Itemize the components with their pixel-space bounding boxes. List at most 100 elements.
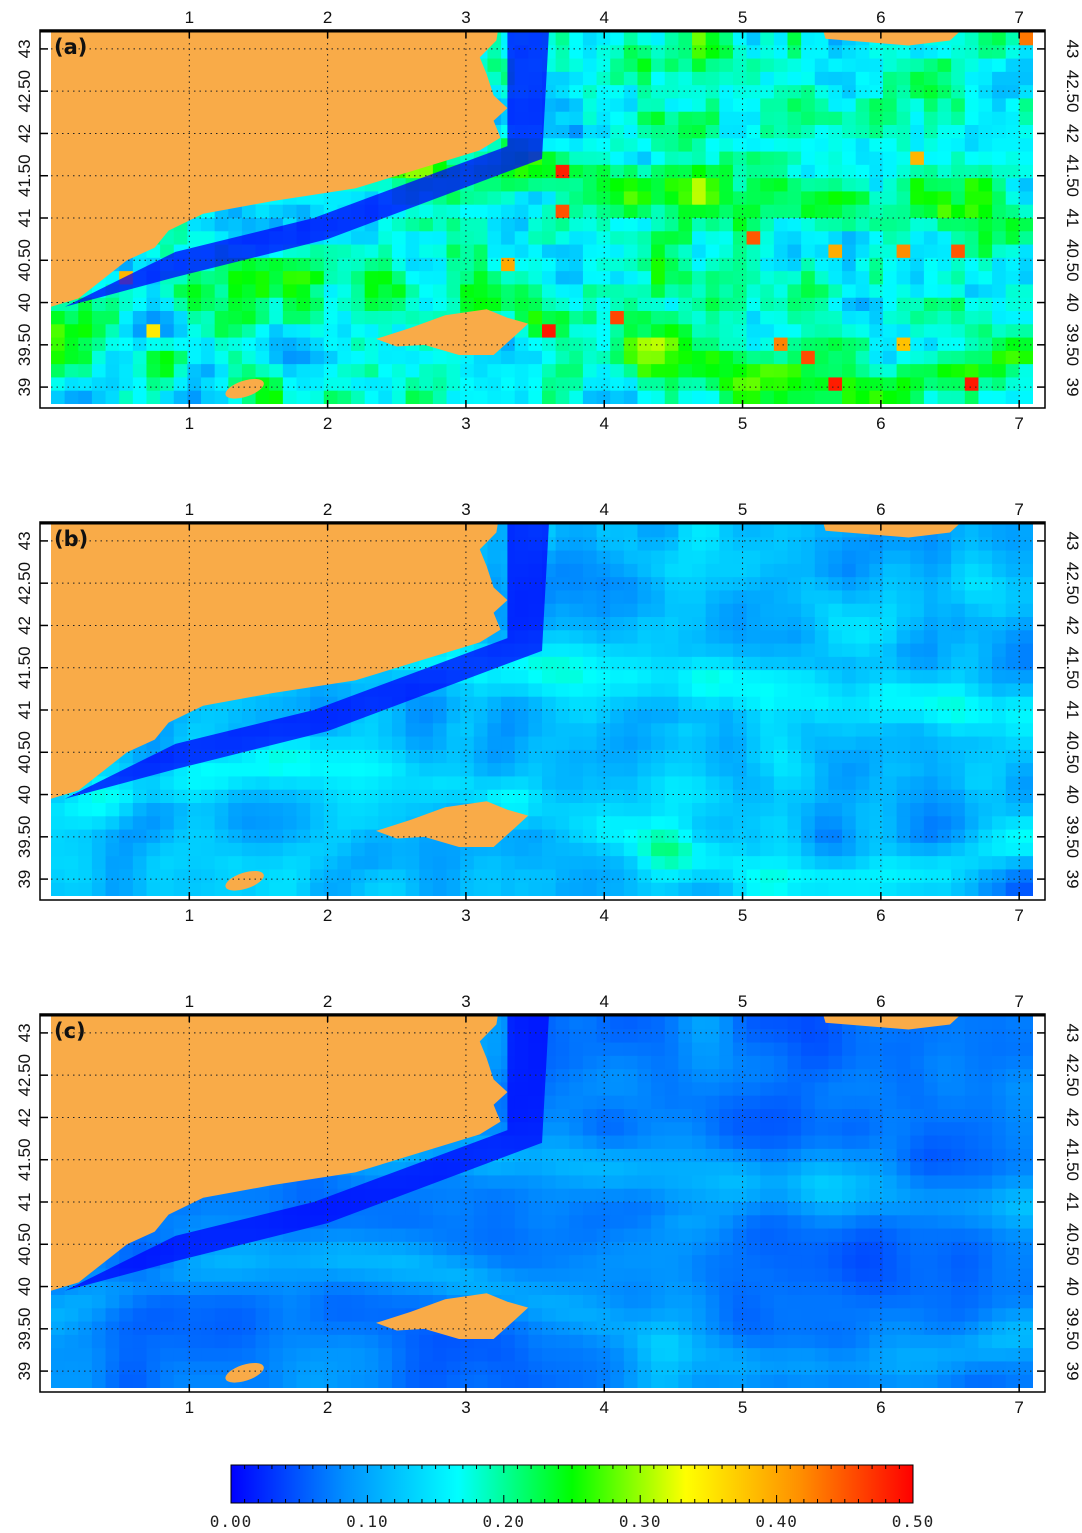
lat-tick-left: 39.50 <box>15 1308 34 1351</box>
lat-tick-right: 41.50 <box>1063 154 1082 197</box>
lat-tick-left: 42 <box>15 616 34 635</box>
lon-tick-top: 1 <box>185 8 194 27</box>
lon-tick-bottom: 3 <box>461 906 470 925</box>
map-panels: 1 1 2 2 3 3 4 4 5 5 6 6 7 7 39 39 39.50 39.50 40 40 40.50 40.… <box>15 8 1082 1417</box>
colorbar-tick-label: 0.20 <box>483 1512 526 1531</box>
lat-tick-right: 42.50 <box>1063 1054 1082 1097</box>
lat-tick-left: 42.50 <box>15 562 34 605</box>
lon-tick-bottom: 1 <box>185 906 194 925</box>
land-france <box>823 1016 960 1030</box>
lon-tick-bottom: 2 <box>323 1398 332 1417</box>
lat-tick-right: 39 <box>1063 1362 1082 1381</box>
lon-tick-top: 4 <box>600 992 609 1011</box>
lat-tick-left: 39.50 <box>15 324 34 367</box>
grid-lines <box>51 1016 1033 1388</box>
lon-tick-bottom: 4 <box>600 1398 609 1417</box>
lat-tick-left: 39 <box>15 870 34 889</box>
lat-tick-right: 40.50 <box>1063 731 1082 774</box>
lon-tick-bottom: 6 <box>876 414 885 433</box>
lat-tick-left: 40.50 <box>15 731 34 774</box>
lon-tick-bottom: 1 <box>185 414 194 433</box>
lat-tick-right: 42 <box>1063 124 1082 143</box>
lon-tick-top: 1 <box>185 500 194 519</box>
lon-tick-bottom: 7 <box>1014 414 1023 433</box>
colorbar-tick-label: 0.40 <box>755 1512 798 1531</box>
lon-tick-bottom: 4 <box>600 906 609 925</box>
lat-tick-right: 43 <box>1063 1023 1082 1042</box>
lat-tick-left: 41.50 <box>15 1138 34 1181</box>
panel-label: (c) <box>54 1019 86 1043</box>
lat-tick-right: 40 <box>1063 785 1082 804</box>
lon-tick-bottom: 5 <box>738 906 747 925</box>
coastal-band <box>64 1016 549 1291</box>
land-france <box>823 32 960 46</box>
lon-tick-top: 6 <box>876 500 885 519</box>
lon-tick-bottom: 6 <box>876 1398 885 1417</box>
lat-tick-left: 41.50 <box>15 646 34 689</box>
lat-tick-right: 42 <box>1063 1108 1082 1127</box>
land-ibiza <box>225 378 264 399</box>
lat-tick-right: 43 <box>1063 39 1082 58</box>
lon-tick-bottom: 4 <box>600 414 609 433</box>
lat-tick-right: 39.50 <box>1063 324 1082 367</box>
lon-tick-top: 3 <box>461 500 470 519</box>
lon-tick-top: 5 <box>738 8 747 27</box>
lon-tick-top: 3 <box>461 8 470 27</box>
lon-tick-bottom: 7 <box>1014 1398 1023 1417</box>
lat-tick-left: 42.50 <box>15 1054 34 1097</box>
lat-tick-left: 40 <box>15 1277 34 1296</box>
lat-tick-left: 42 <box>15 124 34 143</box>
lon-tick-bottom: 3 <box>461 414 470 433</box>
lon-tick-top: 7 <box>1014 992 1023 1011</box>
lat-tick-right: 39.50 <box>1063 816 1082 859</box>
colorbar-gradient <box>230 1464 914 1504</box>
lon-tick-bottom: 2 <box>323 414 332 433</box>
lon-tick-top: 4 <box>600 8 609 27</box>
lat-tick-right: 41 <box>1063 209 1082 228</box>
lat-tick-right: 39 <box>1063 870 1082 889</box>
lat-tick-right: 41 <box>1063 1193 1082 1212</box>
lon-tick-bottom: 3 <box>461 1398 470 1417</box>
lat-tick-right: 41.50 <box>1063 1138 1082 1181</box>
coastal-band <box>64 32 549 307</box>
lon-tick-top: 7 <box>1014 500 1023 519</box>
lat-tick-left: 39 <box>15 378 34 397</box>
lat-tick-right: 42 <box>1063 616 1082 635</box>
lon-tick-top: 3 <box>461 992 470 1011</box>
lon-tick-top: 2 <box>323 8 332 27</box>
lon-tick-bottom: 2 <box>323 906 332 925</box>
lon-tick-top: 2 <box>323 992 332 1011</box>
colorbar-tick-label: 0.10 <box>346 1512 389 1531</box>
land-mainland <box>51 32 508 307</box>
colorbar-tick-label: 0.50 <box>892 1512 935 1531</box>
lat-tick-right: 40.50 <box>1063 1223 1082 1266</box>
lon-tick-top: 5 <box>738 992 747 1011</box>
lon-tick-bottom: 6 <box>876 906 885 925</box>
lon-tick-bottom: 5 <box>738 1398 747 1417</box>
lat-tick-right: 42.50 <box>1063 70 1082 113</box>
land-mallorca <box>376 1293 529 1339</box>
lat-tick-right: 39.50 <box>1063 1308 1082 1351</box>
lon-tick-top: 6 <box>876 8 885 27</box>
land-mainland <box>51 524 508 799</box>
panel-label: (a) <box>54 35 87 59</box>
lat-tick-right: 40 <box>1063 1277 1082 1296</box>
lat-tick-left: 41.50 <box>15 154 34 197</box>
land-ibiza <box>225 870 264 891</box>
lon-tick-bottom: 1 <box>185 1398 194 1417</box>
lat-tick-left: 41 <box>15 1193 34 1212</box>
lat-tick-right: 41 <box>1063 701 1082 720</box>
lon-tick-top: 7 <box>1014 8 1023 27</box>
lon-tick-top: 2 <box>323 500 332 519</box>
colorbar-bar <box>230 1464 914 1504</box>
grid-lines <box>51 32 1033 404</box>
lon-tick-top: 6 <box>876 992 885 1011</box>
lat-tick-right: 40.50 <box>1063 239 1082 282</box>
lon-tick-top: 1 <box>185 992 194 1011</box>
lat-tick-right: 42.50 <box>1063 562 1082 605</box>
